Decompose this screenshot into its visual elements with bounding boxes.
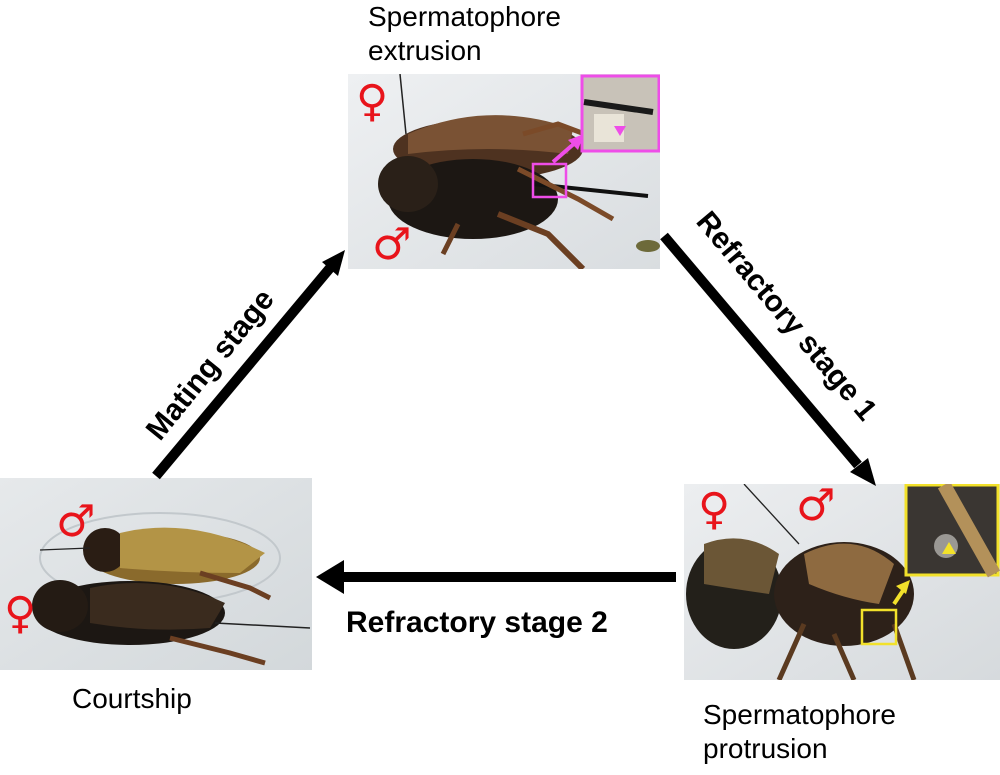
leg bbox=[440, 222, 461, 256]
leg bbox=[776, 622, 807, 680]
female-symbol: ♀ bbox=[698, 484, 730, 535]
female-symbol: ♀ bbox=[4, 588, 36, 639]
male-symbol: ♂ bbox=[372, 219, 411, 269]
inset-ovipositor bbox=[583, 99, 654, 115]
leg bbox=[831, 633, 857, 680]
cricket-head bbox=[83, 528, 127, 572]
female-symbol: ♀ bbox=[356, 76, 388, 127]
yellow-triangle-marker bbox=[942, 542, 956, 554]
cricket-wing bbox=[90, 583, 225, 630]
label-mating-stage: Mating stage bbox=[140, 283, 281, 446]
arrow-mating-stage-shaft bbox=[152, 264, 334, 480]
arrow-mating-stage-head bbox=[322, 250, 345, 276]
label-line: Spermatophore bbox=[368, 1, 562, 32]
arrow-refractory1-shaft bbox=[660, 232, 862, 469]
arrow-refractory1-head bbox=[850, 458, 876, 486]
yellow-pointer-line bbox=[892, 587, 906, 606]
cricket-wing bbox=[408, 115, 573, 154]
photo-spermatophore-extrusion: ♀ ♂ bbox=[348, 74, 660, 269]
photo-right-illustration: ♀ ♂ bbox=[684, 484, 1000, 680]
photo-courtship: ♂ ♀ bbox=[0, 478, 312, 670]
label-courtship: Courtship bbox=[72, 683, 192, 714]
arrow-refractory2-head bbox=[316, 560, 344, 594]
label-spermatophore-extrusion: Spermatophore extrusion bbox=[368, 0, 561, 68]
magenta-highlight-box bbox=[531, 162, 568, 199]
inset-leg bbox=[937, 484, 1000, 578]
magenta-pointer-head bbox=[568, 134, 584, 150]
leg bbox=[496, 211, 586, 269]
label-spermatophore-protrusion: Spermatophore protrusion bbox=[703, 698, 896, 766]
label-refractory-stage-1: Refractory stage 1 bbox=[690, 205, 884, 427]
debris bbox=[636, 240, 660, 252]
cricket-wing bbox=[804, 543, 894, 604]
label-line: Spermatophore bbox=[703, 699, 897, 730]
male-symbol: ♂ bbox=[56, 496, 95, 547]
label-refractory-stage-2: Refractory stage 2 bbox=[346, 606, 608, 639]
leg bbox=[891, 623, 917, 680]
magenta-pointer-line bbox=[551, 140, 578, 164]
male-symbol: ♂ bbox=[796, 484, 835, 531]
cerci bbox=[214, 622, 311, 629]
yellow-highlight-box bbox=[860, 608, 898, 646]
antenna bbox=[743, 484, 800, 545]
photo-left-illustration: ♂ ♀ bbox=[0, 478, 312, 670]
leg bbox=[516, 166, 615, 222]
photo-top-illustration: ♀ ♂ bbox=[348, 74, 660, 269]
antenna bbox=[39, 547, 91, 551]
cricket-head bbox=[32, 580, 88, 632]
antenna bbox=[399, 74, 407, 135]
photo-spermatophore-protrusion: ♀ ♂ bbox=[684, 484, 1000, 680]
yellow-pointer-head bbox=[896, 580, 910, 594]
label-line: extrusion bbox=[368, 35, 482, 66]
label-line: protrusion bbox=[703, 733, 828, 764]
leg bbox=[199, 570, 272, 601]
cricket-wing bbox=[704, 538, 779, 594]
cricket-wing bbox=[120, 527, 265, 573]
leg bbox=[169, 635, 266, 666]
magenta-triangle-marker bbox=[614, 126, 626, 136]
cricket-head bbox=[378, 156, 438, 212]
